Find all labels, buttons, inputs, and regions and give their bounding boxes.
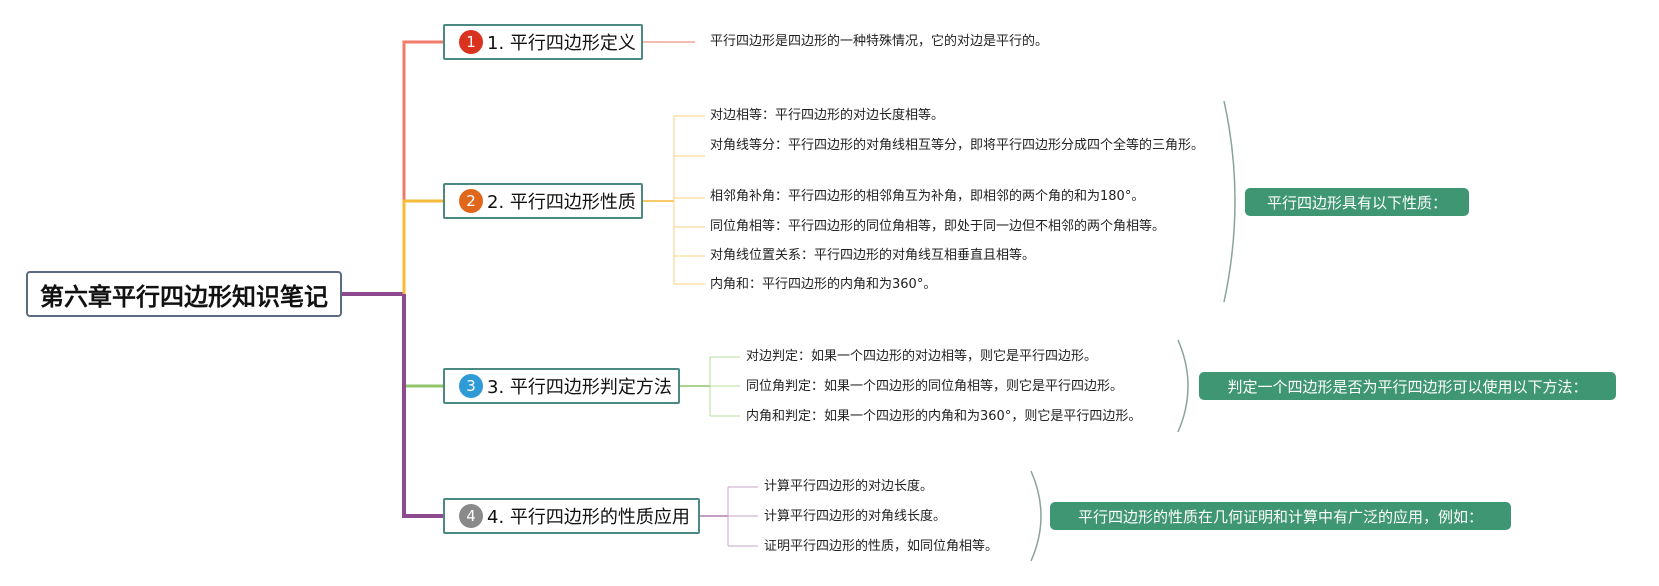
branch-3-label: 3. 平行四边形判定方法 xyxy=(487,377,672,398)
branch-3-leaf-2[interactable]: 同位角判定：如果一个四边形的同位角相等，则它是平行四边形。 xyxy=(746,379,1124,394)
branch-2-leaf-1[interactable]: 对边相等：平行四边形的对边长度相等。 xyxy=(710,108,945,123)
branch-3-summary[interactable]: 判定一个四边形是否为平行四边形可以使用以下方法： xyxy=(1199,372,1616,400)
branch-2-summary[interactable]: 平行四边形具有以下性质： xyxy=(1245,188,1469,216)
branch-3-leaf-3[interactable]: 内角和判定：如果一个四边形的内角和为360°，则它是平行四边形。 xyxy=(746,409,1142,424)
branch-2-leaf-2[interactable]: 对角线等分：平行四边形的对角线相互等分，即将平行四边形分成四个全等的三角形。 xyxy=(710,138,1205,153)
branch-2-leaf-4[interactable]: 同位角相等：平行四边形的同位角相等，即处于同一边但不相邻的两个角相等。 xyxy=(710,219,1166,234)
branch-2-leaf-6[interactable]: 内角和：平行四边形的内角和为360°。 xyxy=(710,277,937,292)
branch-4-leaf-3[interactable]: 证明平行四边形的性质，如同位角相等。 xyxy=(764,539,999,554)
branch-2-leaf-5[interactable]: 对角线位置关系：平行四边形的对角线互相垂直且相等。 xyxy=(710,248,1036,263)
number-badge-4-icon: 4 xyxy=(459,504,483,528)
branch-1-label: 1. 平行四边形定义 xyxy=(487,33,636,54)
branch-3-leaf-1[interactable]: 对边判定：如果一个四边形的对边相等，则它是平行四边形。 xyxy=(746,349,1098,364)
number-badge-3-icon: 3 xyxy=(459,374,483,398)
branch-1-node[interactable]: 1 1. 平行四边形定义 xyxy=(443,24,643,60)
branch-4-summary[interactable]: 平行四边形的性质在几何证明和计算中有广泛的应用，例如： xyxy=(1050,502,1511,530)
branch-2-node[interactable]: 2 2. 平行四边形性质 xyxy=(443,183,643,219)
root-topic[interactable]: 第六章平行四边形知识笔记 xyxy=(26,271,342,317)
branch-3-node[interactable]: 3 3. 平行四边形判定方法 xyxy=(443,368,680,404)
branch-1-leaf-1[interactable]: 平行四边形是四边形的一种特殊情况，它的对边是平行的。 xyxy=(710,34,1049,49)
root-title: 第六章平行四边形知识笔记 xyxy=(40,282,328,311)
branch-4-leaf-1[interactable]: 计算平行四边形的对边长度。 xyxy=(764,479,934,494)
number-badge-2-icon: 2 xyxy=(459,189,483,213)
branch-4-label: 4. 平行四边形的性质应用 xyxy=(487,507,690,528)
branch-2-leaf-3[interactable]: 相邻角补角：平行四边形的相邻角互为补角，即相邻的两个角的和为180°。 xyxy=(710,189,1145,204)
branch-2-label: 2. 平行四边形性质 xyxy=(487,192,636,213)
branch-4-leaf-2[interactable]: 计算平行四边形的对角线长度。 xyxy=(764,509,947,524)
branch-4-node[interactable]: 4 4. 平行四边形的性质应用 xyxy=(443,498,700,534)
number-badge-1-icon: 1 xyxy=(459,30,483,54)
